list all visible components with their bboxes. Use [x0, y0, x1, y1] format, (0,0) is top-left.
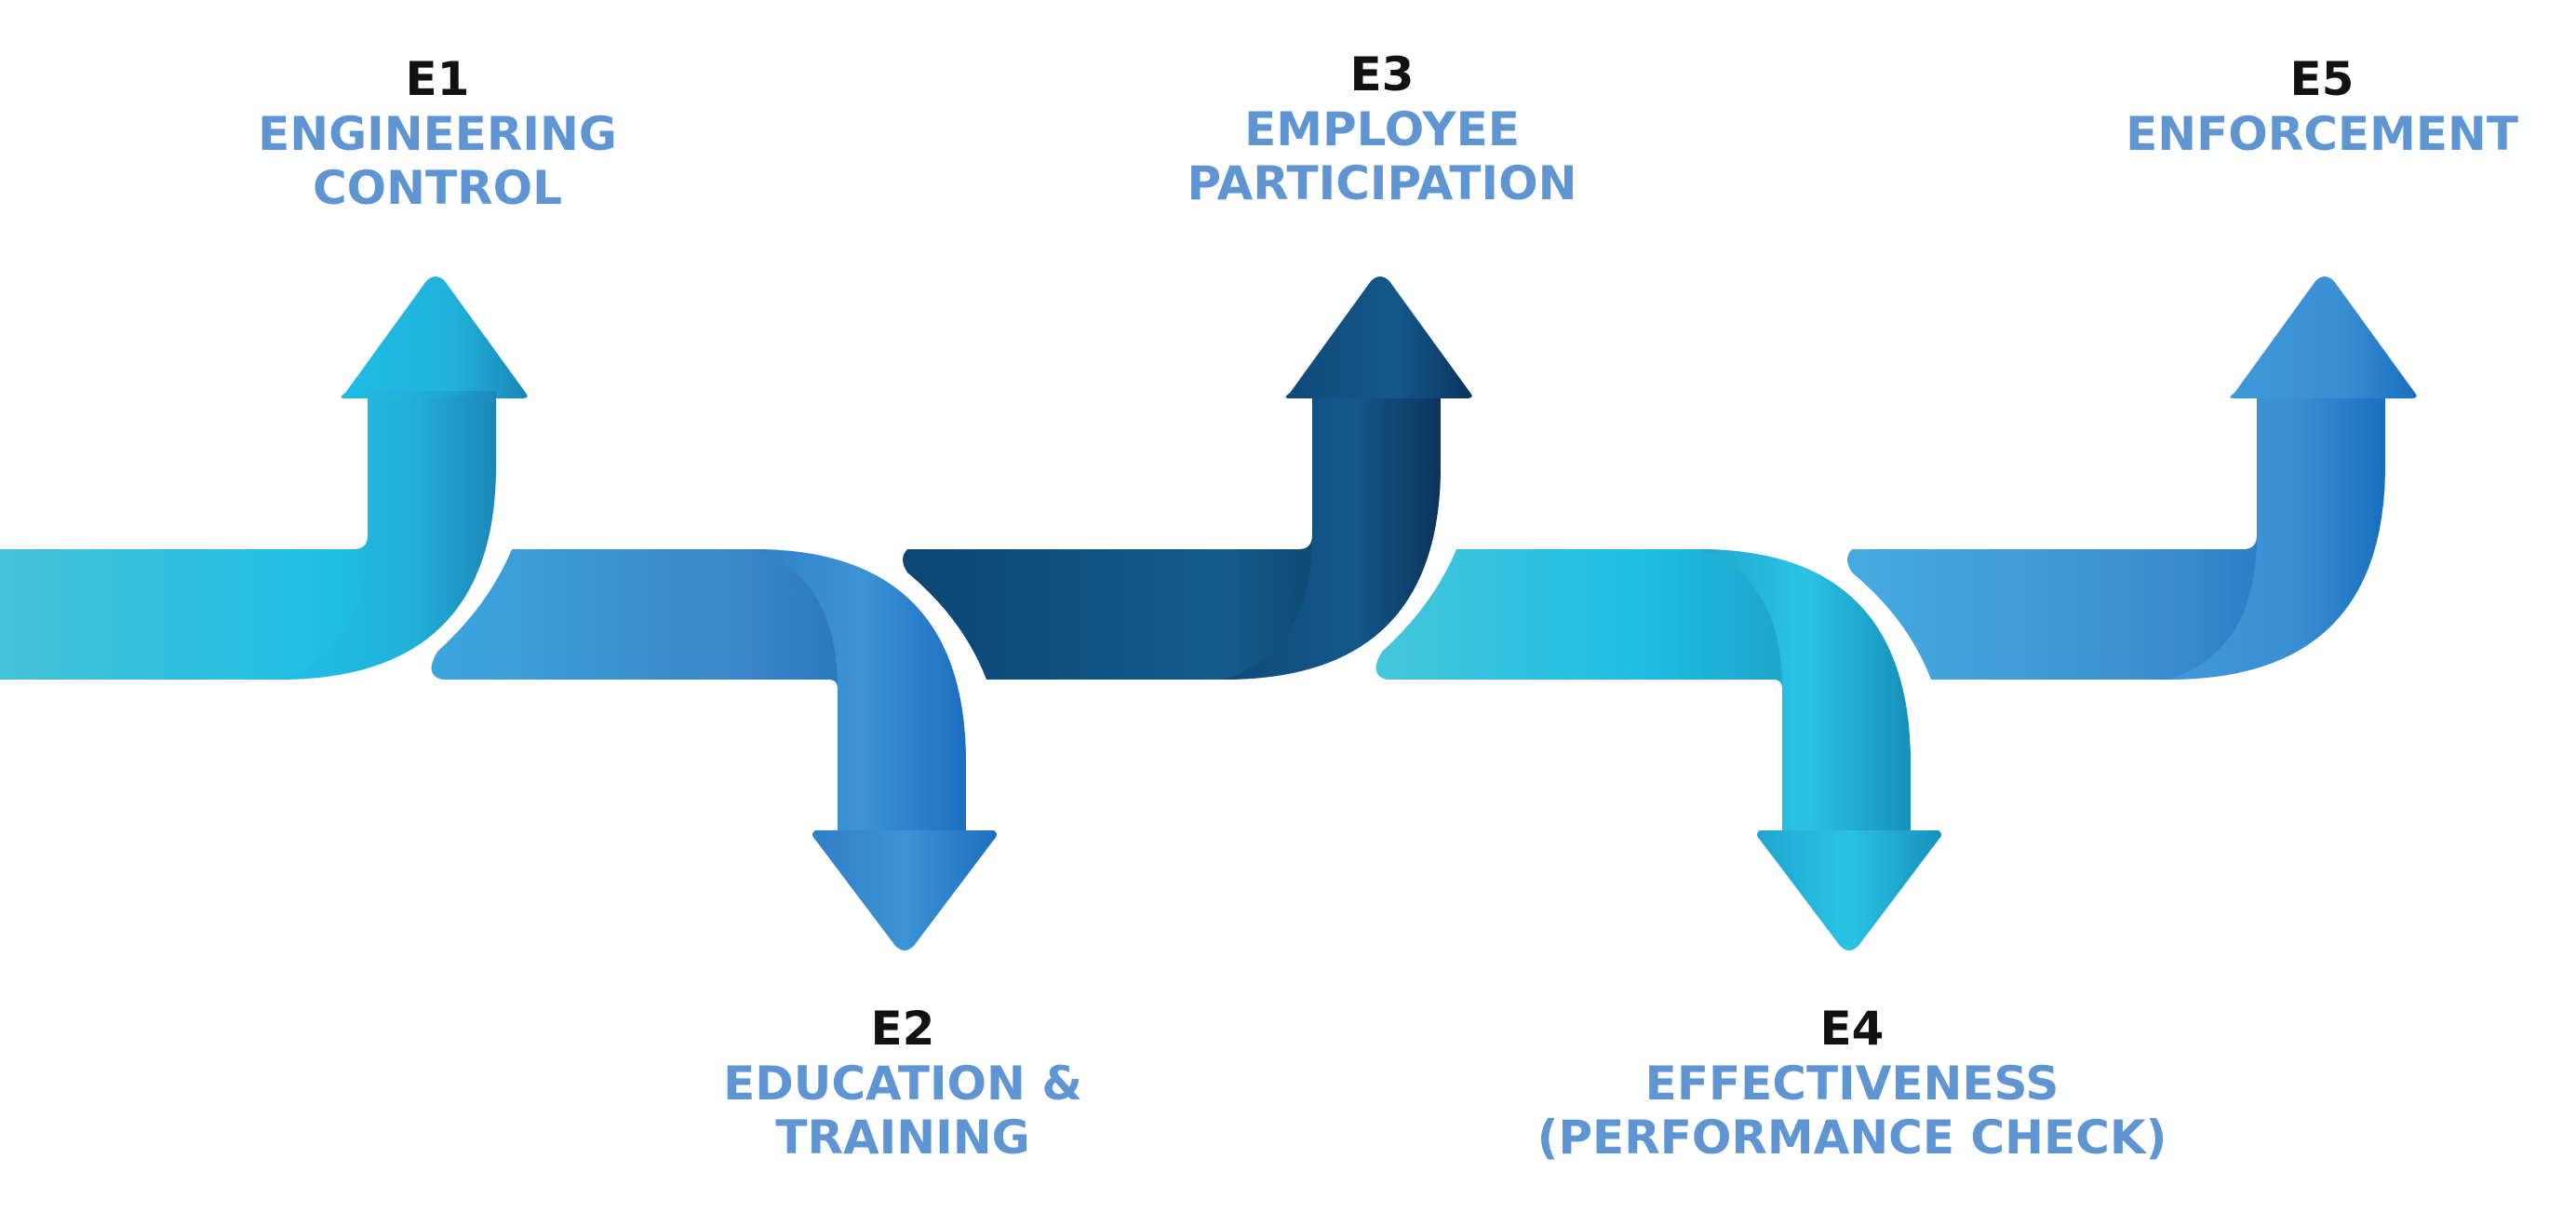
- arrow-e3-curve-shade: [1224, 391, 1441, 680]
- arrow-e5-up: [1847, 276, 2417, 680]
- arrow-e1-curve-shade: [279, 391, 496, 680]
- step-code: E2: [870, 1002, 935, 1056]
- step-title: ENGINEERING CONTROL: [258, 107, 617, 215]
- arrow-e1-up: [0, 276, 528, 680]
- step-title: ENFORCEMENT: [2126, 107, 2518, 161]
- step-title: EFFECTIVENESS (PERFORMANCE CHECK): [1536, 1057, 2167, 1165]
- step-title: EMPLOYEE PARTICIPATION: [1187, 102, 1577, 210]
- step-code: E1: [405, 52, 470, 106]
- step-label-e1: E1 ENGINEERING CONTROL: [214, 51, 661, 215]
- step-code: E3: [1349, 47, 1415, 101]
- arrow-e1-head: [341, 276, 528, 398]
- step-code: E4: [1819, 1002, 1885, 1056]
- step-code: E5: [2289, 52, 2355, 106]
- step-label-e2: E2 EDUCATION & TRAINING: [679, 1001, 1126, 1165]
- arrow-e3-head: [1285, 276, 1472, 398]
- arrow-e2-down: [431, 549, 997, 950]
- arrow-e3-up: [903, 276, 1472, 680]
- step-title: EDUCATION & TRAINING: [723, 1057, 1082, 1165]
- arrow-e4-curve-shade: [1698, 549, 1911, 833]
- step-label-e4: E4 EFFECTIVENESS (PERFORMANCE CHECK): [1526, 1001, 2178, 1165]
- step-label-e5: E5 ENFORCEMENT: [2089, 51, 2555, 161]
- arrow-e4-head: [1757, 830, 1941, 950]
- step-label-e3: E3 EMPLOYEE PARTICIPATION: [1159, 47, 1605, 210]
- arrow-e5-head: [2230, 276, 2417, 398]
- arrow-e2-curve-shade: [754, 549, 966, 833]
- arrow-e5-curve-shade: [2168, 391, 2385, 680]
- arrow-e4-down: [1375, 549, 1941, 950]
- arrow-e2-head: [812, 830, 997, 950]
